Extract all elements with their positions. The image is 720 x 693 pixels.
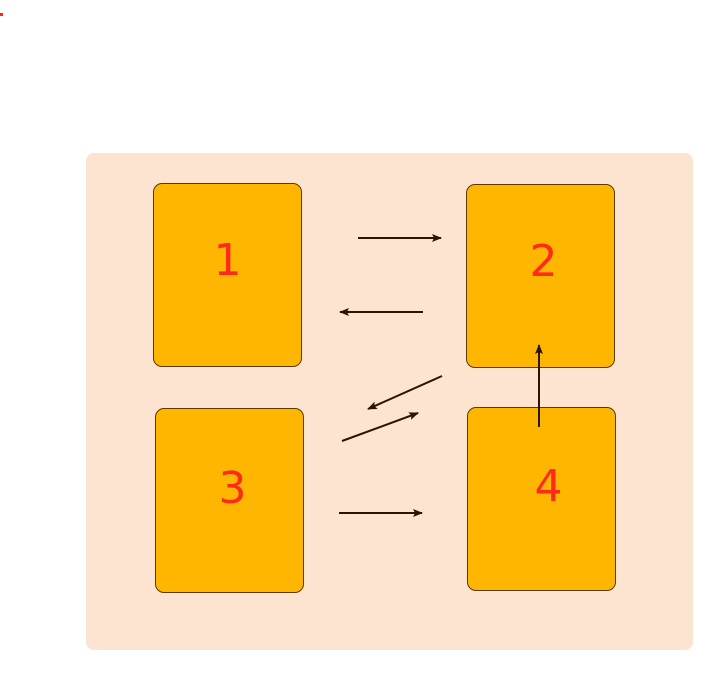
corner-mark: [0, 13, 3, 16]
node-label-4: 4: [534, 461, 563, 512]
node-box-1: 1: [153, 183, 302, 367]
arrow-3-to-2: [341, 412, 419, 442]
arrow-2-to-3: [367, 375, 443, 410]
node-label-3: 3: [218, 462, 247, 514]
node-box-3: 3: [155, 408, 304, 593]
node-box-2: 2: [466, 184, 615, 368]
node-label-2: 2: [529, 236, 558, 287]
node-box-4: 4: [467, 407, 616, 591]
node-label-1: 1: [213, 235, 242, 286]
